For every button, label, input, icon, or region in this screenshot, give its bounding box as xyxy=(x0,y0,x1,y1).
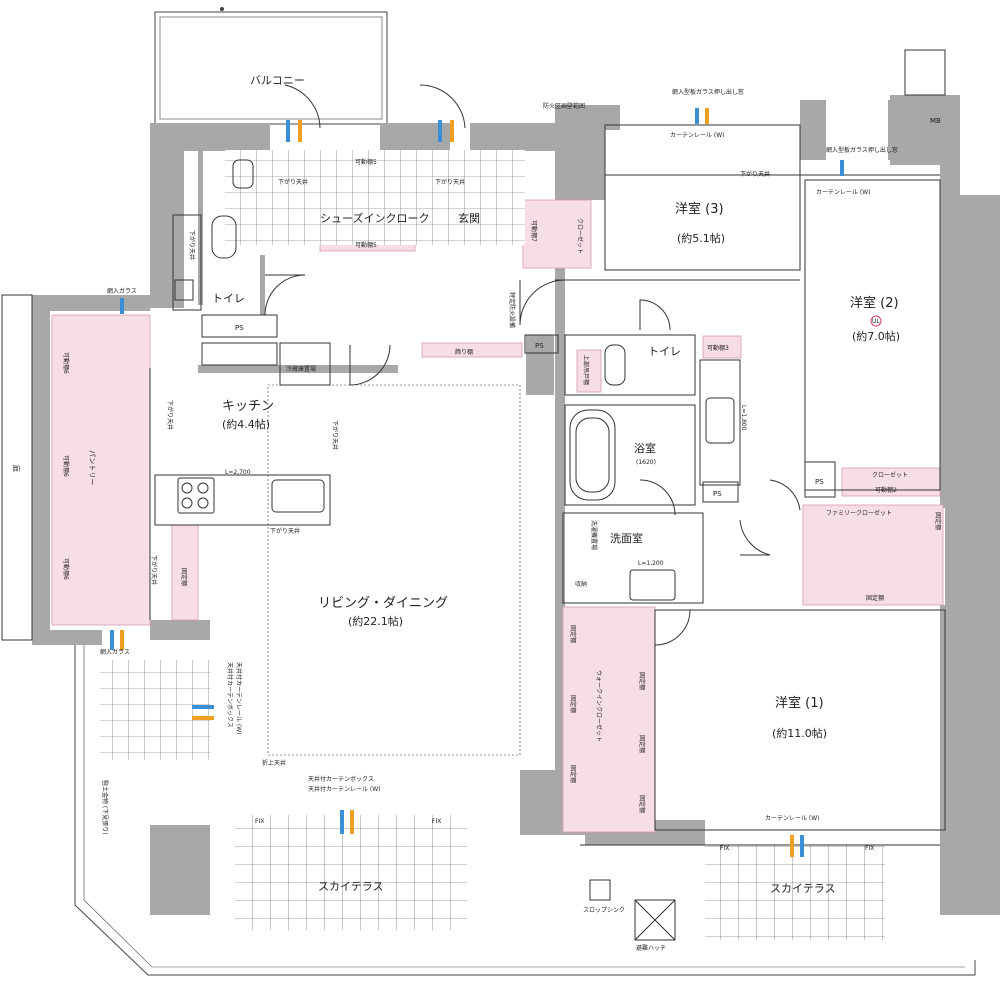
fix-1: FIX xyxy=(255,818,264,825)
ps-2-label: PS xyxy=(535,342,544,350)
family-closet-label: ファミリークローゼット xyxy=(826,509,892,517)
slop-sink-label: スロップシンク xyxy=(583,907,625,914)
special-fire-door-label: 特定防火設備 xyxy=(508,292,516,328)
balcony xyxy=(154,7,388,125)
mesh-glass-right-label: 網入型板ガラス押し出し窓 xyxy=(826,146,898,154)
window-arrows xyxy=(110,108,844,857)
ul-mark-circle xyxy=(870,315,882,327)
movable-shelf6-b: 可動棚6 xyxy=(62,455,70,477)
storage-label: 収納 xyxy=(575,580,587,588)
lowered-ceiling-k2: 下がり天井 xyxy=(331,420,339,450)
movable-shelf2-label: 可動棚2 xyxy=(875,486,897,494)
curtain-rail-top-label: カーテンレール (W) xyxy=(670,132,725,139)
mesh-glass-bottom-label: 網入ガラス xyxy=(100,648,130,656)
folded-ceiling-label: 折上天井 xyxy=(262,759,286,767)
movable-shelf5-a: 可動棚5 xyxy=(355,158,377,166)
curtain-box-v-label: 天井付カーテンボックス xyxy=(226,662,234,728)
l1200-label: L=1,200 xyxy=(638,560,664,567)
walk-in-closet-label: ウォークインクローゼット xyxy=(595,670,603,742)
mb-label: MB xyxy=(930,117,941,125)
fixed-shelf-fc1: 固定棚 xyxy=(934,512,942,530)
garden-label: 庭 xyxy=(12,465,21,472)
fixed-shelf-w4: 固定棚 xyxy=(638,672,646,690)
ps-4-label: PS xyxy=(815,478,824,486)
movable-shelf5-b: 可動棚5 xyxy=(355,241,377,249)
mesh-glass-left-label: 網入ガラス xyxy=(107,287,137,295)
mullion-label: 竪土金物 (下見張り) xyxy=(101,780,109,835)
fixed-shelf-p: 固定棚 xyxy=(180,568,188,586)
fixed-shelf-w6: 固定棚 xyxy=(638,795,646,813)
sky-terrace-1-label: スカイテラス xyxy=(318,880,384,893)
curtain-rail-br-label: カーテンレール (W) xyxy=(765,815,820,822)
door-swings xyxy=(264,49,946,646)
fire-wall-label: 防火区画壁範囲 xyxy=(543,102,585,110)
movable-shelf6-a: 可動棚6 xyxy=(62,352,70,374)
fixed-shelf-w1: 固定棚 xyxy=(569,625,577,643)
ps-1-label: PS xyxy=(235,324,244,332)
lowered-ceiling-3: 下がり天井 xyxy=(740,170,770,178)
sky-terrace-2-label: スカイテラス xyxy=(770,882,836,895)
fixed-shelf-w2: 固定棚 xyxy=(569,695,577,713)
ps-3-label: PS xyxy=(713,490,722,498)
garden-strip xyxy=(1,294,33,641)
curtain-rail-h-label: 天井付カーテンレール (W) xyxy=(308,785,381,793)
ul-mark: UL xyxy=(872,318,880,325)
fix-3: FIX xyxy=(720,845,729,852)
pink-storage xyxy=(51,151,944,833)
fixed-shelf-w5: 固定棚 xyxy=(638,735,646,753)
closet-2-label: クローゼット xyxy=(872,471,908,479)
fixed-shelf-fc2: 固定棚 xyxy=(866,594,884,602)
kitchen-label: キッチン xyxy=(222,399,274,414)
l1800-label: L=1,800 xyxy=(740,405,747,431)
upper-shelf-label: 上部吊戸棚 xyxy=(582,355,590,385)
l2700-label: L=2,700 xyxy=(225,469,251,476)
living-size: (約22.1帖) xyxy=(348,614,403,628)
yoshitsu3-label: 洋室 (3) xyxy=(675,201,724,217)
bath-size: (1620) xyxy=(636,459,656,466)
yoshitsu2-size: (約7.0帖) xyxy=(852,329,900,343)
fix-2: FIX xyxy=(432,818,441,825)
mesh-glass-top-label: 網入型板ガラス押し出し窓 xyxy=(672,88,744,96)
movable-shelf7-label: 可動棚7 xyxy=(530,220,538,242)
washer-label: 洗濯機置場 xyxy=(590,520,598,550)
fixtures xyxy=(174,159,735,941)
movable-shelf6-c: 可動棚6 xyxy=(62,558,70,580)
evac-hatch-label: 避難ハッチ xyxy=(636,944,666,952)
lowered-ceiling-k3: 下がり天井 xyxy=(270,527,300,535)
tiled-floors xyxy=(100,150,885,940)
curtain-rail-v-label: 天井付カーテンレール (W) xyxy=(235,662,243,735)
pantry-label: パントリー xyxy=(88,450,96,485)
interior-lines xyxy=(149,124,946,846)
genkan-label: 玄関 xyxy=(458,211,480,225)
lowered-ceiling-1: 下がり天井 xyxy=(278,178,308,186)
lowered-ceiling-k1: 下がり天井 xyxy=(166,400,174,430)
lowered-ceiling-p: 下がり天井 xyxy=(150,555,158,585)
curtain-box-h-label: 天井付カーテンボックス xyxy=(308,775,374,783)
yoshitsu2-label: 洋室 (2) xyxy=(850,295,899,311)
walls xyxy=(32,95,1000,915)
toilet-2-label: トイレ xyxy=(648,345,681,358)
yoshitsu1-size: (約11.0帖) xyxy=(772,726,827,740)
yoshitsu3-size: (約5.1帖) xyxy=(677,231,725,245)
movable-shelf3-label: 可動棚3 xyxy=(707,344,729,352)
balcony-label: バルコニー xyxy=(250,74,305,87)
fridge-label: 冷蔵庫置場 xyxy=(286,365,316,373)
washroom-label: 洗面室 xyxy=(610,531,643,545)
yoshitsu1-label: 洋室 (1) xyxy=(775,695,824,711)
decor-shelf-label: 飾り棚 xyxy=(455,348,473,356)
fix-4: FIX xyxy=(865,845,874,852)
bathroom-label: 浴室 xyxy=(634,441,656,455)
lowered-ceiling-toilet: 下がり天井 xyxy=(188,230,196,260)
fixed-shelf-w3: 固定棚 xyxy=(569,765,577,783)
closet-3-label: クローゼット xyxy=(576,218,584,254)
living-label: リビング・ダイニング xyxy=(318,596,448,611)
toilet-1-label: トイレ xyxy=(212,292,245,305)
kitchen-size: (約4.4帖) xyxy=(222,417,270,431)
curtain-rail-right-label: カーテンレール (W) xyxy=(816,189,871,196)
labels: バルコニー 防火区画壁範囲 網入型板ガラス押し出し窓 カーテンレール (W) 網… xyxy=(12,74,942,952)
outer-terrace-rail xyxy=(74,645,976,976)
lowered-ceiling-2: 下がり天井 xyxy=(435,178,465,186)
shoes-in-closet-label: シューズインクローク xyxy=(320,211,429,225)
